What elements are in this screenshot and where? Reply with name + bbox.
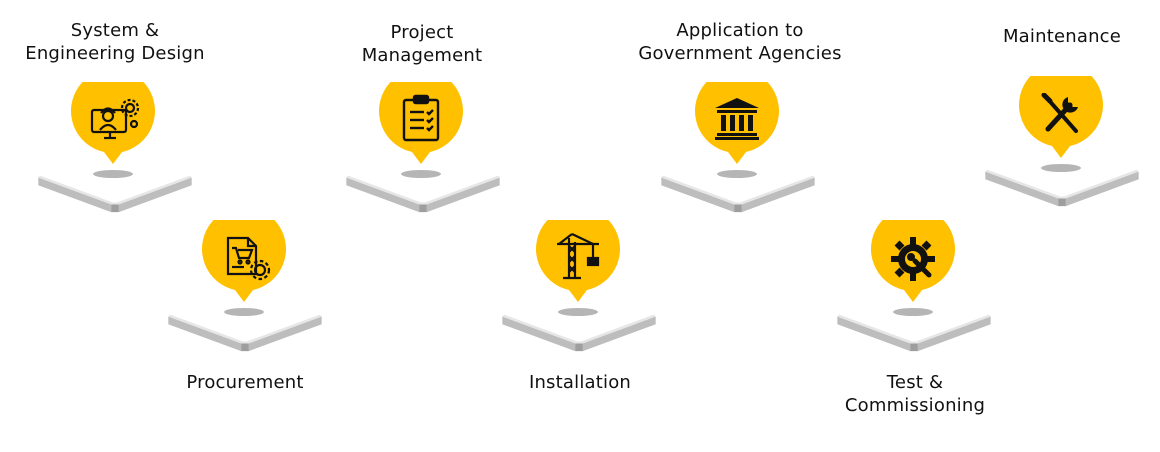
platform <box>167 305 323 353</box>
step-label-line: Procurement <box>186 372 304 393</box>
step-label-line: Engineering Design <box>25 43 205 64</box>
step-label-line: System & <box>70 20 160 41</box>
platform <box>660 166 816 214</box>
step-label: Installation <box>450 371 710 394</box>
step-label-line: Installation <box>528 372 632 393</box>
engineer-computer-gear-icon <box>90 98 140 140</box>
step-label-line: Government Agencies <box>638 43 842 64</box>
platform <box>836 305 992 353</box>
step-label-line: Application to <box>676 20 804 41</box>
step-label: Maintenance <box>932 25 1160 48</box>
platform <box>37 166 193 214</box>
step-label-line: Commissioning <box>844 395 986 416</box>
step-label-line: Maintenance <box>1002 26 1122 47</box>
platform <box>345 166 501 214</box>
screwdriver-wrench-icon <box>1041 93 1078 133</box>
step-label-line: Test & <box>886 372 944 393</box>
step-label-line: Project <box>390 22 454 43</box>
step-label: Test & Commissioning <box>785 371 1045 417</box>
step-label-line: Management <box>361 45 483 66</box>
platform <box>984 160 1140 208</box>
platform <box>501 305 657 353</box>
tower-crane-icon <box>557 233 600 280</box>
gear-wrench-icon <box>891 237 935 281</box>
cart-document-gear-icon <box>226 236 271 281</box>
step-label: Project Management <box>292 21 552 67</box>
step-label: Application to Government Agencies <box>610 19 870 65</box>
step-label: Procurement <box>115 371 375 394</box>
government-building-icon <box>715 98 759 140</box>
clipboard-checklist-icon <box>402 94 440 142</box>
step-label: System & Engineering Design <box>0 19 245 65</box>
